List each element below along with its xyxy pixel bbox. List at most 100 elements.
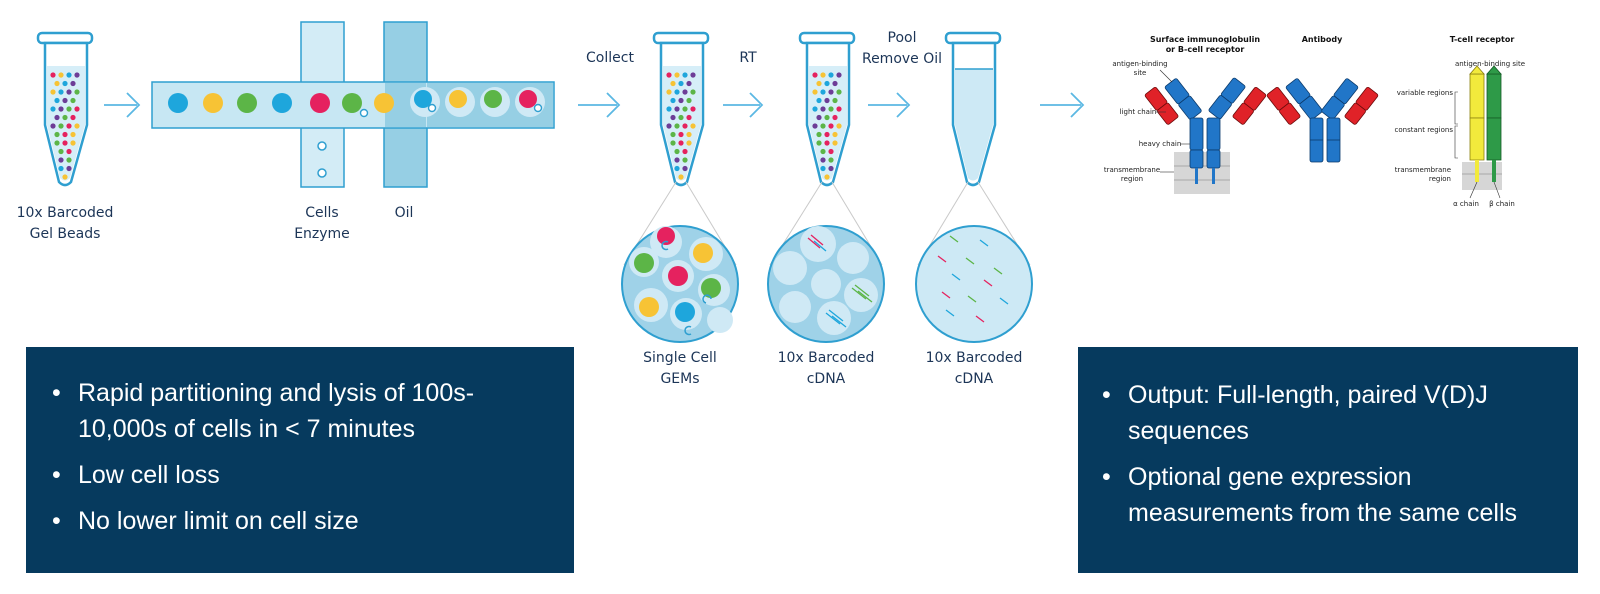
bead-dot [666, 72, 672, 78]
bead-dot [58, 165, 64, 172]
svg-text:heavy chain: heavy chain [1139, 140, 1182, 148]
bead-dot [50, 72, 56, 78]
bead-dot [58, 106, 64, 112]
bead-dot [54, 131, 60, 138]
bead-dot [828, 157, 834, 163]
gems-zoom-circle [621, 225, 739, 343]
bead-dot [66, 72, 72, 78]
bead-dot [74, 123, 80, 129]
svg-text:Pool: Pool [888, 30, 917, 46]
bead-dot [682, 157, 688, 163]
bead-dot [824, 97, 830, 104]
svg-text:region: region [1429, 175, 1451, 183]
bead-dot [820, 148, 826, 155]
cdna-tube [798, 31, 856, 187]
gel-bead [519, 90, 537, 108]
bead-dot [666, 123, 672, 129]
svg-text:Remove Oil: Remove Oil [862, 51, 942, 67]
cell [317, 141, 327, 151]
bead-dot [74, 106, 80, 112]
bead-dot [58, 148, 64, 155]
bead-dot [678, 131, 684, 138]
svg-text:Enzyme: Enzyme [294, 226, 350, 242]
bead-dot [824, 140, 830, 146]
bead-dot [820, 89, 826, 95]
bead-dot [828, 106, 834, 112]
bead-dot [58, 157, 64, 163]
bead-dot [678, 114, 684, 121]
bead-dot [836, 106, 842, 112]
bead-dot [828, 89, 834, 95]
bead-dot [54, 114, 60, 121]
gel-beads-label: 10x Barcoded Gel Beads [17, 205, 114, 242]
barcoded-cdna-label-1: 10x Barcoded cDNA [778, 350, 875, 387]
bead-dot [820, 165, 826, 172]
bead-dot [674, 123, 680, 129]
bead-dot [62, 97, 68, 104]
left-bullet-list: Rapid partitioning and lysis of 100s-10,… [52, 375, 554, 539]
bead-dot [836, 89, 842, 95]
bead-dot [674, 157, 680, 163]
bead-dot [674, 148, 680, 155]
arrow-icon [578, 92, 621, 118]
bead-dot [54, 80, 60, 87]
bead-dot [74, 72, 80, 78]
bead-dot [62, 114, 68, 121]
bead-dot [812, 72, 818, 78]
bead-dot [62, 80, 68, 87]
bead-dot [812, 89, 818, 95]
bead-dot [686, 140, 692, 146]
bullet-item: Low cell loss [52, 457, 554, 493]
svg-text:Gel Beads: Gel Beads [30, 226, 101, 242]
bead-dot [678, 140, 684, 146]
bead-dot [674, 165, 680, 172]
bead-dot [690, 106, 696, 112]
bead-dot [686, 114, 692, 121]
svg-text:cDNA: cDNA [807, 371, 846, 387]
bead-dot [828, 72, 834, 78]
svg-text:β chain: β chain [1489, 200, 1515, 208]
gel-bead [484, 90, 502, 108]
bead-dot [50, 123, 56, 129]
bead-dot [686, 131, 692, 138]
bead-dot [832, 140, 838, 146]
svg-text:constant regions: constant regions [1395, 126, 1454, 134]
cell [427, 103, 437, 113]
bead-dot [678, 97, 684, 104]
pool-remove-oil-label: Pool Remove Oil [862, 30, 942, 67]
svg-text:α chain: α chain [1453, 200, 1479, 208]
bead-dot [62, 131, 68, 138]
cdna-zoom-circle [767, 225, 885, 343]
bead-dot [670, 131, 676, 138]
svg-text:Single Cell: Single Cell [643, 350, 717, 366]
bead-dot [824, 80, 830, 87]
svg-text:cDNA: cDNA [955, 371, 994, 387]
gel-bead [414, 90, 432, 108]
bead-dot [816, 80, 822, 87]
gel-bead-tube [36, 31, 94, 187]
bead-dot [824, 174, 830, 180]
cells-enzyme-label: Cells Enzyme [294, 205, 350, 242]
bead-dot [678, 80, 684, 87]
pooled-tube [944, 31, 1002, 187]
bead-dot [66, 89, 72, 95]
bead-dot [816, 140, 822, 146]
bead-dot [832, 80, 838, 87]
bead-dot [50, 106, 56, 112]
bead-dot [62, 174, 68, 180]
bead-dot [812, 123, 818, 129]
svg-text:light chain: light chain [1120, 108, 1157, 116]
gem-dots [666, 72, 696, 180]
bead-dot [58, 123, 64, 129]
gel-bead [272, 93, 292, 113]
gel-bead [374, 93, 394, 113]
bead-dot [816, 114, 822, 121]
svg-text:10x Barcoded: 10x Barcoded [778, 350, 875, 366]
bead-dot [690, 123, 696, 129]
svg-text:Cells: Cells [305, 205, 338, 221]
bead-dot [690, 89, 696, 95]
bead-dot [70, 131, 76, 138]
gem-tube [652, 31, 710, 187]
bead-dot [62, 140, 68, 146]
